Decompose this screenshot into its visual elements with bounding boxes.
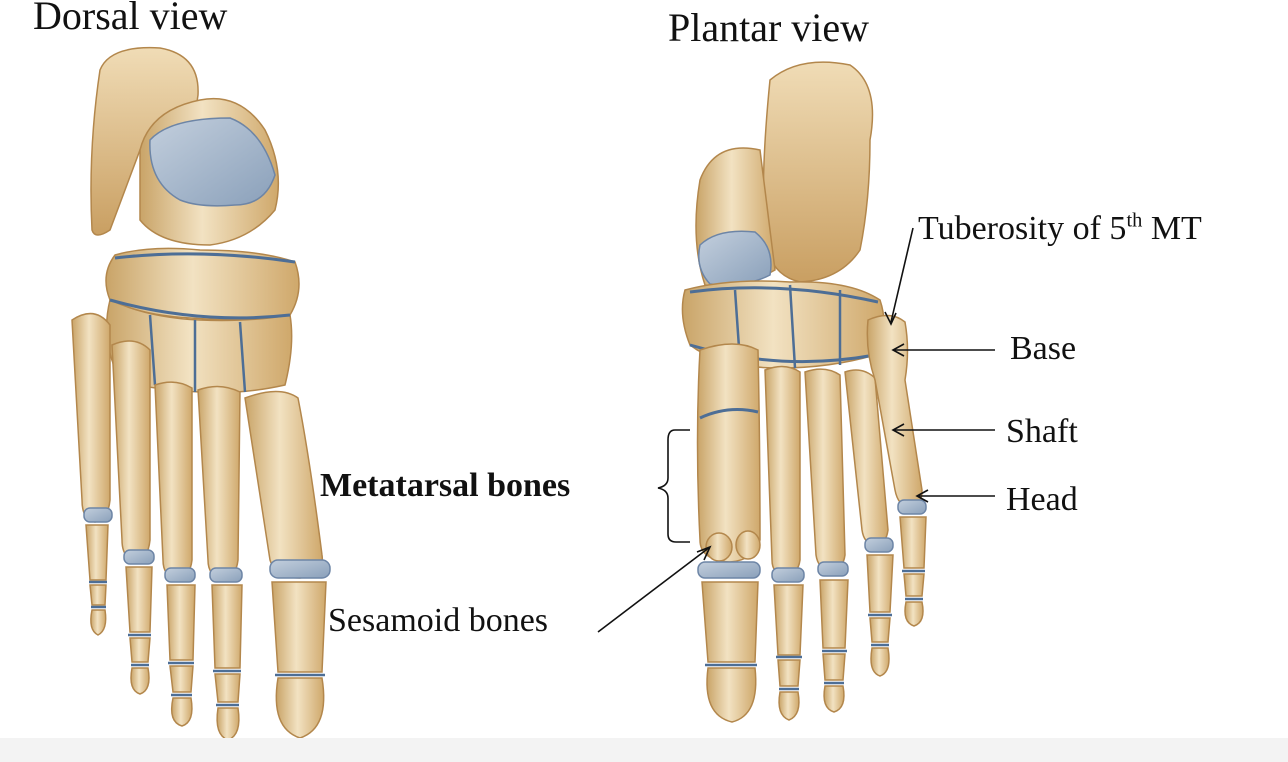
dorsal-view-title: Dorsal view xyxy=(33,0,228,38)
dorsal-metatarsal-2 xyxy=(197,385,241,579)
plantar-view-title: Plantar view xyxy=(668,5,870,50)
tuberosity-label-suffix: MT xyxy=(1142,210,1202,247)
metatarsal-bones-label: Metatarsal bones xyxy=(320,467,571,504)
bottom-band xyxy=(0,738,1288,762)
tuberosity-label-sup: th xyxy=(1126,209,1143,232)
tuberosity-label: Tuberosity of 5th MT xyxy=(918,209,1202,247)
annotation-lines xyxy=(597,227,995,633)
dorsal-talar-cartilage xyxy=(149,117,276,207)
tuberosity-label-prefix: Tuberosity of 5 xyxy=(918,210,1127,247)
sesamoid-bone-medial xyxy=(735,530,761,560)
dorsal-metatarsal-3 xyxy=(154,381,193,579)
plantar-metatarsal-3 xyxy=(804,368,846,571)
dorsal-tarsal-joint xyxy=(114,252,296,264)
base-label: Base xyxy=(1010,330,1077,367)
dorsal-metatarsal-5 xyxy=(71,312,111,523)
metatarsal-bracket xyxy=(657,429,690,543)
sesamoid-pointer xyxy=(597,546,711,633)
dorsal-foot xyxy=(71,46,331,741)
sesamoid-bone-lateral xyxy=(705,532,733,562)
plantar-metatarsal-1 xyxy=(696,343,761,563)
plantar-metatarsal-2 xyxy=(764,365,801,576)
dorsal-metatarsal-1 xyxy=(244,390,324,579)
sesamoid-bones-label: Sesamoid bones xyxy=(328,602,549,639)
plantar-calcaneus xyxy=(762,61,874,283)
plantar-foot xyxy=(681,61,927,723)
shaft-label: Shaft xyxy=(1006,413,1078,450)
tuberosity-pointer xyxy=(890,227,914,323)
plantar-talar-cartilage xyxy=(698,230,772,286)
head-label: Head xyxy=(1006,481,1078,518)
dorsal-metatarsal-4 xyxy=(111,340,151,561)
